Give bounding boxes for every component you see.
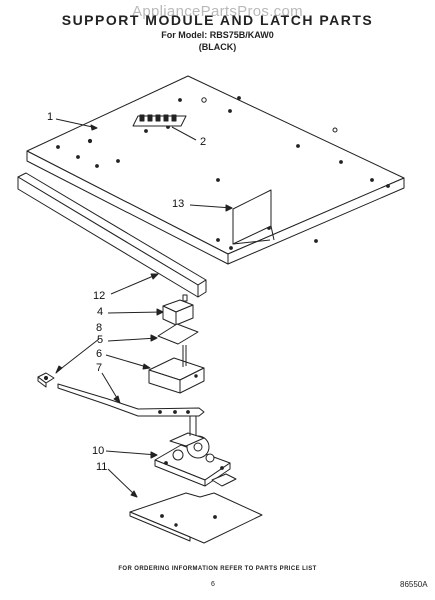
callout-12: 12 <box>93 290 106 302</box>
watermark: AppliancePartsPros.com <box>132 3 303 20</box>
latch-arm <box>57 383 205 417</box>
spring-clip <box>37 372 55 388</box>
support-panel <box>26 75 405 265</box>
switch-bracket <box>148 345 205 394</box>
callout-6: 6 <box>96 348 103 360</box>
callout-4: 4 <box>97 306 104 318</box>
callout-13: 13 <box>172 198 185 210</box>
leader-lines <box>55 118 233 498</box>
callout-5: 5 <box>97 334 104 346</box>
color-note: (BLACK) <box>198 42 237 52</box>
callout-10: 10 <box>92 445 105 457</box>
ordering-note: FOR ORDERING INFORMATION REFER TO PARTS … <box>118 566 317 572</box>
latch-switch <box>162 294 194 326</box>
page-number: 6 <box>211 581 215 588</box>
callout-7: 7 <box>96 362 103 374</box>
trim-strip <box>17 172 207 298</box>
diagram-code: 86550A <box>400 580 428 589</box>
callout-11: 11 <box>96 461 108 473</box>
callout-1: 1 <box>47 111 54 123</box>
callout-2: 2 <box>200 136 207 148</box>
mounting-plate <box>129 492 263 544</box>
model-line: For Model: RBS75B/KAW0 <box>161 30 274 40</box>
connector-strip <box>132 114 187 133</box>
latch-bracket <box>232 189 275 245</box>
latch-mechanism <box>154 416 237 487</box>
page-title: SUPPORT MODULE AND LATCH PARTS <box>61 12 374 28</box>
switch-insulator <box>157 323 199 345</box>
callout-8: 8 <box>96 322 103 334</box>
